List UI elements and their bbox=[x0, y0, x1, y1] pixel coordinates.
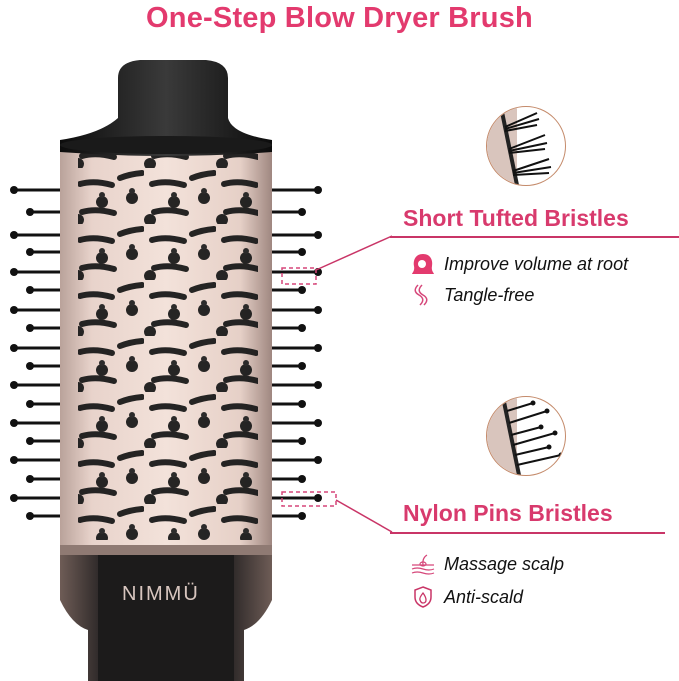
bullet-text: Anti-scald bbox=[444, 586, 524, 607]
nylon-pins-closeup bbox=[486, 396, 566, 476]
brand-logo: NIMMÜ bbox=[122, 583, 200, 605]
bullet-massage-scalp: Massage scalp bbox=[410, 553, 564, 575]
bullet-anti-scald: Anti-scald bbox=[410, 586, 523, 608]
divider-line bbox=[390, 236, 679, 238]
feature-title-nylon-pins: Nylon Pins Bristles bbox=[403, 500, 613, 526]
feature-title-short-tufted: Short Tufted Bristles bbox=[403, 205, 629, 231]
divider-line bbox=[390, 532, 665, 534]
bullet-text: Massage scalp bbox=[444, 553, 565, 574]
nylon-pins-icon bbox=[487, 397, 564, 475]
hair-volume-icon bbox=[412, 254, 434, 274]
hair-strands-icon bbox=[414, 284, 428, 306]
bullet-text: Tangle-free bbox=[444, 284, 535, 305]
bullet-volume: Improve volume at root bbox=[410, 253, 628, 275]
shield-heat-icon bbox=[414, 586, 432, 608]
tufted-bristle-closeup bbox=[486, 106, 566, 186]
bullet-text: Improve volume at root bbox=[444, 253, 629, 274]
bullet-tangle-free: Tangle-free bbox=[410, 284, 534, 306]
page-title: One-Step Blow Dryer Brush bbox=[146, 2, 533, 34]
scalp-massage-icon bbox=[411, 554, 435, 575]
tufted-bristle-icon bbox=[487, 107, 552, 185]
